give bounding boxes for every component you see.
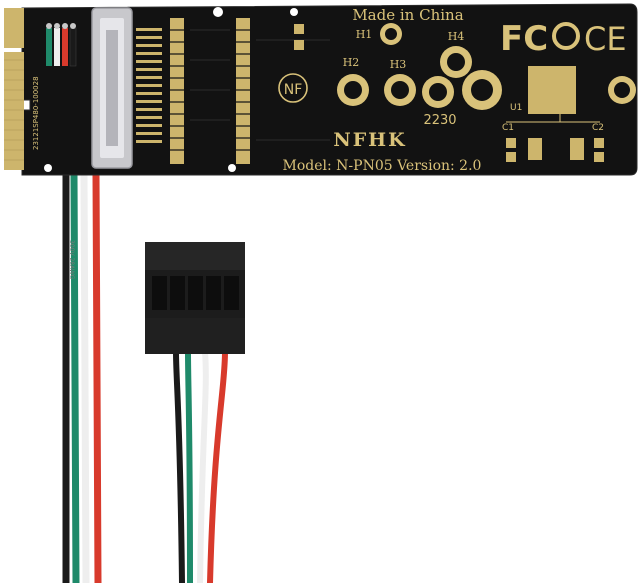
standoff-h4: H4 — [440, 30, 472, 78]
brand-text: NFHK — [333, 129, 406, 151]
standoff-h3: H3 — [384, 58, 416, 106]
solder-wires — [46, 23, 77, 67]
nf-logo: NF — [278, 73, 308, 103]
m2-adapter-board: 23121SP480-100028 — [4, 3, 638, 176]
dupont-connector — [145, 242, 245, 354]
fcc-mark: FC — [500, 19, 548, 59]
mount-hole-2 — [44, 164, 52, 172]
usb-connector — [91, 7, 133, 169]
wire-green-right — [185, 349, 193, 583]
fcc-ce-marks: FC CE — [500, 19, 627, 59]
pad-strip-a — [170, 18, 184, 164]
mount-hole-3 — [228, 164, 236, 172]
wire-red-left — [92, 171, 102, 583]
fcc-circle-mark — [552, 22, 580, 50]
svg-text:H4: H4 — [448, 30, 465, 43]
standoff-h1: H1 — [356, 23, 402, 45]
edge-connector-top — [4, 8, 24, 48]
standoff-2230 — [422, 70, 502, 110]
pad-strip-b — [236, 18, 250, 164]
wire-red-right — [207, 349, 228, 583]
serial-number: 23121SP480-100028 — [32, 76, 40, 150]
model-text: Model: N-PN05 Version: 2.0 — [283, 158, 482, 174]
cable-bundle: 300V 28AWG — [62, 171, 228, 583]
ref-c2: C2 — [592, 123, 604, 133]
origin-text: Made in China — [352, 6, 463, 24]
svg-text:H1: H1 — [356, 28, 373, 41]
svg-text:H2: H2 — [343, 56, 360, 69]
svg-text:300V 28AWG: 300V 28AWG — [68, 240, 75, 280]
ref-c1: C1 — [502, 123, 514, 133]
ce-mark: CE — [584, 20, 627, 58]
mount-hole-4 — [290, 8, 298, 16]
edge-connector-bottom — [4, 52, 24, 170]
wire-white-left — [80, 171, 90, 583]
wire-white-right — [197, 349, 209, 583]
pad-u1 — [528, 66, 576, 114]
standoff-h2: H2 — [337, 56, 369, 106]
ref-u1: U1 — [510, 103, 522, 113]
wire-green-left — [70, 171, 80, 583]
svg-text:NF: NF — [284, 82, 303, 98]
wire-black-right — [173, 349, 185, 583]
svg-text:H3: H3 — [390, 58, 407, 71]
size-code: 2230 — [423, 113, 456, 128]
mount-hole-1 — [213, 7, 223, 17]
usb-pins — [136, 28, 162, 143]
